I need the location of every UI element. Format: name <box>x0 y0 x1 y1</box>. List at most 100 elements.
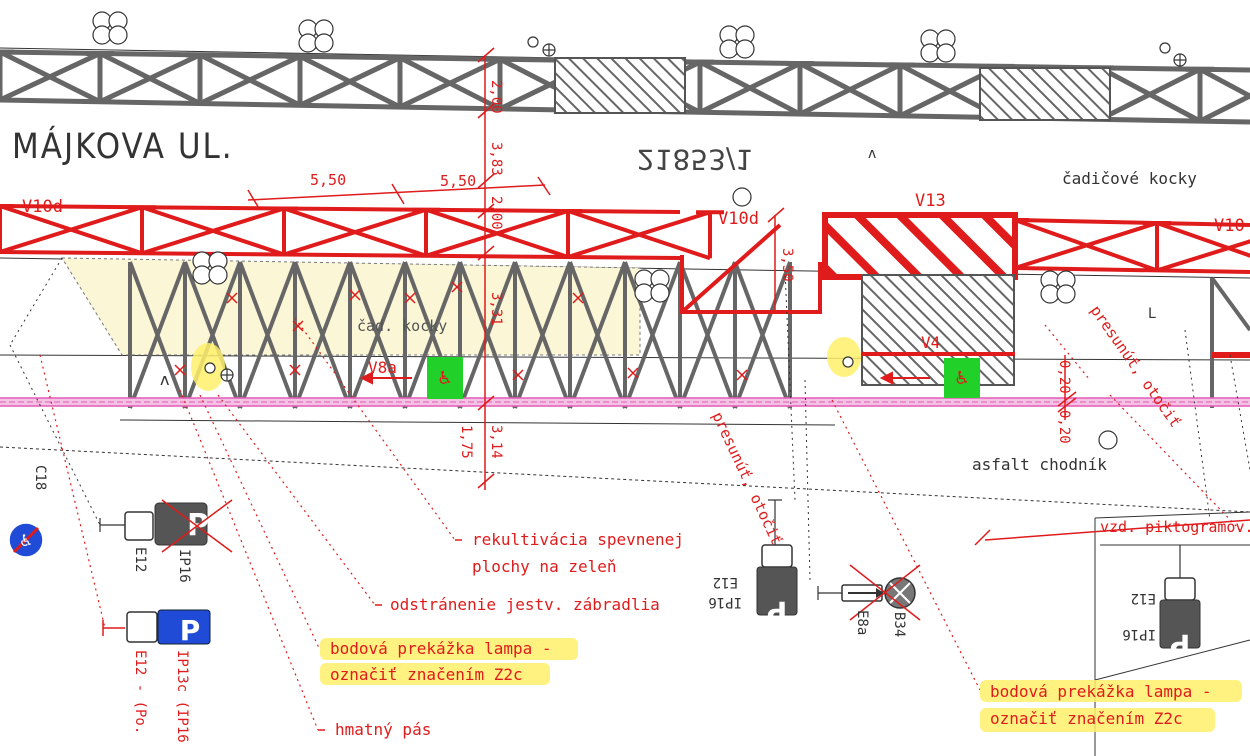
dim-020-b: 0,20 <box>1056 410 1072 444</box>
bay-diag <box>568 261 627 409</box>
tree-symbols <box>92 11 1076 304</box>
bay-diag <box>678 261 737 409</box>
bay-diag <box>403 261 462 409</box>
note-lamp1-1: bodová prekážka lampa - <box>330 639 552 658</box>
note-remove-railing: odstránenie jestv. zábradlia <box>390 595 660 614</box>
sign-e12-ip16-mid: P <box>756 499 798 628</box>
tree-lobe <box>192 265 212 285</box>
existing-hatch-top-1 <box>554 57 686 114</box>
x-mark <box>404 292 416 304</box>
x-mark <box>292 320 304 332</box>
sign-e12-ip16-right: P <box>1159 545 1201 661</box>
note-highlight-1b <box>320 663 550 685</box>
note-lamp2-2: označiť značením Z2c <box>990 709 1183 728</box>
leader-lines <box>39 317 1241 731</box>
sign-label-e8a: E8a <box>854 610 870 635</box>
note-highlight-2b <box>980 708 1215 732</box>
bay-diag <box>348 261 407 409</box>
dim-span-1: 5,50 <box>310 171 346 189</box>
svg-text:♿: ♿ <box>954 368 970 389</box>
existing-top-diag <box>398 56 502 110</box>
pink-band <box>0 397 1250 407</box>
x-mark <box>512 369 524 381</box>
tree-lobe <box>650 283 670 303</box>
wheelchair-pictogram-1: ♿ <box>427 357 463 399</box>
surface-basalt: čadičové kocky <box>1062 169 1197 188</box>
x-mark <box>226 292 238 304</box>
proposed-right-diag <box>1156 239 1250 273</box>
x-mark <box>451 281 463 293</box>
label-v13: V13 <box>915 191 946 211</box>
bay-diag <box>733 261 792 409</box>
dim-331: 3,31 <box>488 292 504 326</box>
surface-asphalt: asfalt chodník <box>972 455 1107 474</box>
parcel-number: 21853/1 <box>637 143 753 176</box>
dim-span-2: 5,50 <box>440 172 476 190</box>
bay-diag <box>458 261 517 409</box>
note-move-rotate-1: presunúť, otočiť <box>1087 302 1185 431</box>
sign-p-letter-3: P <box>767 595 788 628</box>
x-mark <box>627 367 639 379</box>
proposed-right-diag <box>1014 221 1158 270</box>
lamp-symbols <box>204 36 1187 450</box>
note-lamp2-1: bodová prekážka lampa - <box>990 682 1212 701</box>
removal-x-marks <box>174 281 748 381</box>
x-mark <box>736 369 748 381</box>
street-name: MÁJKOVA UL. <box>12 124 234 166</box>
note-tactile: hmatný pás <box>335 720 431 739</box>
x-mark <box>174 364 186 376</box>
existing-top-diag <box>298 55 402 108</box>
label-v10d-mid: V10d <box>718 209 759 229</box>
sign-label-b34: B34 <box>891 612 907 637</box>
wheelchair-pictogram-2: ♿ <box>944 358 980 398</box>
bay-diag <box>183 261 242 409</box>
existing-hatch-top-2 <box>979 67 1111 121</box>
sign-label-c18: C18 <box>32 465 48 490</box>
existing-top-diag <box>198 54 302 106</box>
tree-lobe <box>108 25 128 45</box>
tree-lobe <box>298 33 318 53</box>
proposed-left-rail <box>0 250 681 260</box>
dim-383: 3,83 <box>488 142 504 176</box>
existing-top-diag <box>1198 67 1250 99</box>
sign-label-e12-po: E12 - (Po. <box>132 650 148 734</box>
proposed-right-rail <box>1014 266 1250 274</box>
proposed-left-diag <box>567 210 711 259</box>
sign-p-letter-4: P <box>1170 628 1191 661</box>
note-reclaim-1: rekultivácia spevnenej <box>472 530 684 549</box>
x-mark <box>289 364 301 376</box>
bay-diag <box>128 261 187 409</box>
bay-diag <box>293 261 352 409</box>
tree-lobe <box>920 43 940 63</box>
note-reclaim-2: plochy na zeleň <box>472 557 617 576</box>
proposed-left-diag <box>283 207 427 257</box>
tree-lobe <box>92 25 112 45</box>
area-label: čad. kocky <box>357 317 447 335</box>
tree-lobe <box>314 33 334 53</box>
dim-175: 1,75 <box>458 425 474 459</box>
label-v10-right: V10 <box>1214 216 1245 236</box>
x-mark <box>572 292 584 304</box>
sign-p-letter-2: P <box>180 614 201 647</box>
tree-lobe <box>735 39 755 59</box>
svg-text:♿: ♿ <box>19 531 33 550</box>
tree-glyph-1: ʌ <box>160 370 169 389</box>
sign-label-ip13c: IP13c (IP16 <box>174 650 190 743</box>
dim-350: 3,50 <box>779 248 795 282</box>
tree-lobe <box>1040 284 1060 304</box>
proposed-left-rail <box>0 204 681 214</box>
proposed-left-diag <box>0 205 143 254</box>
proposed-hatch-v13 <box>822 212 1018 280</box>
note-lamp1-2: označiť značením Z2c <box>330 665 523 684</box>
bay-diag <box>623 261 682 409</box>
black-leaders <box>9 257 1250 581</box>
sign-e12-ip16-left: P <box>99 499 233 553</box>
svg-text:♿: ♿ <box>437 368 453 389</box>
tree-lobe <box>719 39 739 59</box>
tree-lobe <box>1056 284 1076 304</box>
label-v10d-left: V10d <box>22 197 63 217</box>
dim-314: 3,14 <box>488 425 504 459</box>
dim-200-mid: 2,00 <box>488 196 504 230</box>
